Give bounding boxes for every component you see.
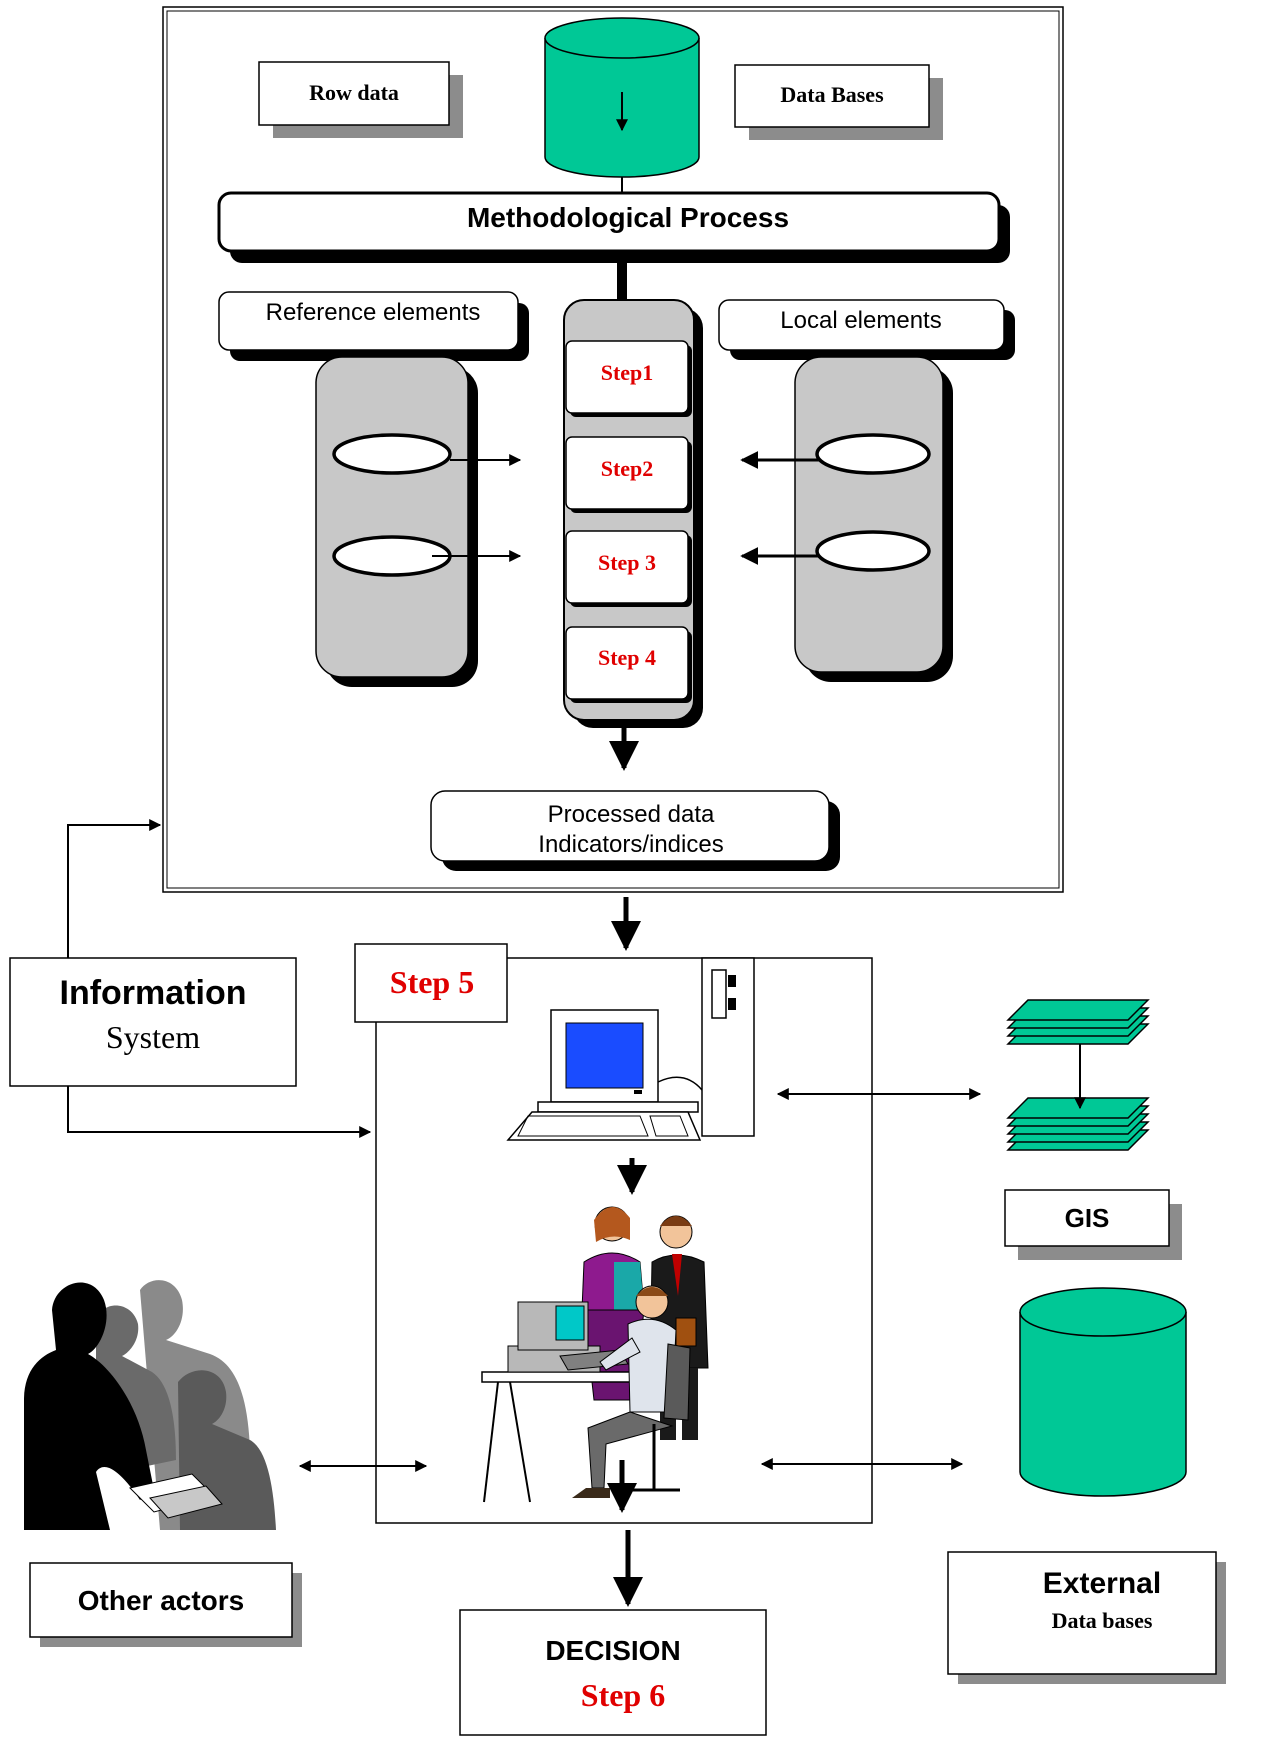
computer-icon [506, 957, 755, 1141]
local-elements-label: Local elements [780, 307, 941, 334]
reference-elements-box: Reference elements [218, 291, 529, 361]
data-bases-box: Data Bases [734, 64, 943, 140]
other-actors-silhouette-icon [24, 1280, 276, 1530]
gis-layers-icon [1006, 999, 1150, 1151]
step5-box: Step 5 [354, 943, 508, 1023]
step3-label: Step 3 [598, 550, 656, 575]
database-cylinder-icon [544, 17, 700, 178]
information-label: Information [60, 974, 247, 1012]
local-item-oval [815, 433, 931, 475]
arrow-info-to-frame [67, 819, 162, 958]
other-actors-box: Other actors [29, 1562, 302, 1647]
step2-label: Step2 [601, 456, 654, 481]
decision-label: DECISION [545, 1635, 680, 1666]
step1-box: Step1 [565, 340, 692, 417]
row-data-box: Row data [258, 61, 463, 138]
local-item-oval [815, 530, 931, 572]
methodological-process-box: Methodological Process [217, 191, 1010, 263]
connector-process-steps [617, 263, 627, 301]
processed-data-label: Processed data [548, 801, 715, 828]
people-workstation-icon [481, 1206, 709, 1503]
gis-label: GIS [1065, 1203, 1110, 1233]
reference-elements-label: Reference elements [266, 299, 481, 326]
step5-label: Step 5 [390, 964, 474, 1000]
external-sub-label: Data bases [1052, 1608, 1153, 1633]
steps-column: Step1 Step2 Step 3 Step 4 [563, 299, 703, 728]
step3-box: Step 3 [565, 530, 692, 607]
local-elements-panel [794, 356, 953, 682]
indicators-label: Indicators/indices [538, 831, 723, 858]
local-elements-box: Local elements [718, 299, 1015, 360]
row-data-label: Row data [309, 80, 399, 105]
external-database-icon [1019, 1287, 1187, 1497]
step4-label: Step 4 [598, 645, 656, 670]
decision-box: DECISION Step 6 [459, 1609, 767, 1736]
arrows-panels-to-steps [432, 451, 820, 565]
processed-data-box: Processed data Indicators/indices [430, 790, 840, 871]
system-label: System [106, 1019, 200, 1055]
other-actors-label: Other actors [78, 1585, 245, 1616]
data-bases-label: Data Bases [780, 82, 884, 107]
reference-item-oval [332, 433, 452, 475]
step1-label: Step1 [601, 360, 654, 385]
reference-elements-panel [315, 356, 478, 687]
step4-box: Step 4 [565, 626, 692, 703]
gis-box: GIS [1004, 1189, 1182, 1260]
step6-label: Step 6 [581, 1677, 665, 1713]
information-system-box: Information System [9, 957, 297, 1087]
external-label: External [1043, 1567, 1161, 1600]
step2-box: Step2 [565, 436, 692, 513]
external-data-bases-box: External Data bases [947, 1551, 1226, 1684]
methodological-process-label: Methodological Process [467, 202, 789, 233]
arrow-info-to-step5 [67, 1086, 372, 1138]
